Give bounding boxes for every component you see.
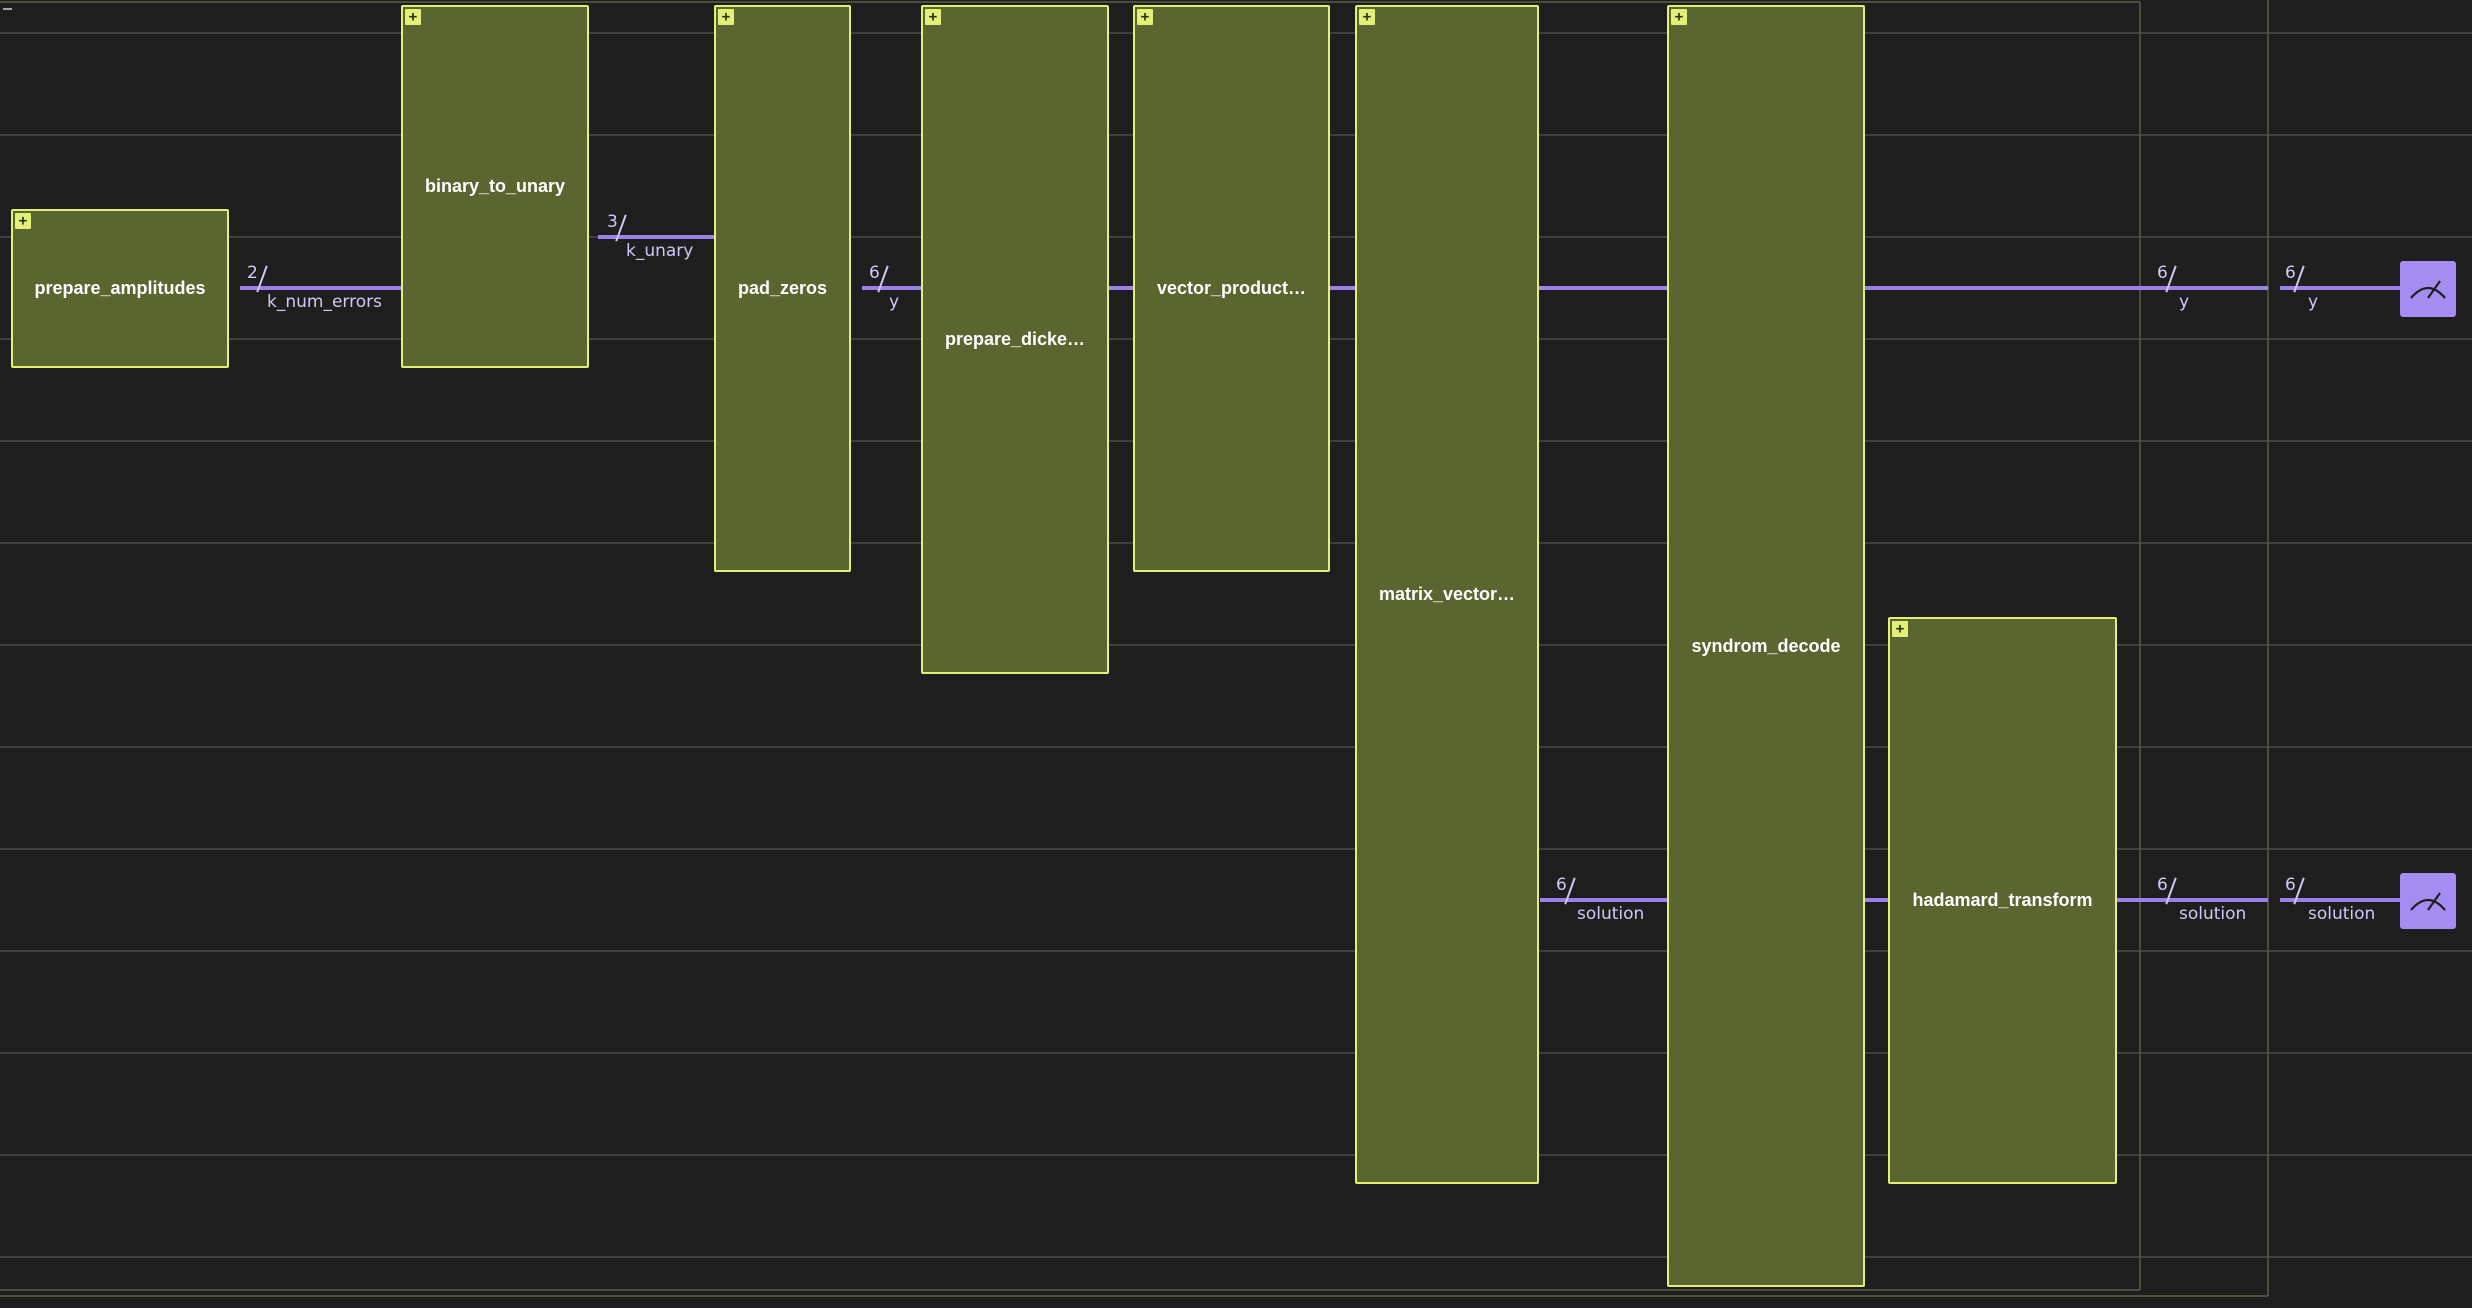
gate-label: prepare_dicke… bbox=[944, 329, 1086, 349]
plus-icon[interactable]: + bbox=[925, 9, 941, 25]
meter-icon bbox=[2410, 892, 2446, 911]
gate-binary-to-unary[interactable]: + binary_to_unary bbox=[401, 5, 589, 368]
gate-label: hadamard_transform bbox=[1912, 890, 2093, 910]
gate-prepare-dicke[interactable]: + prepare_dicke… bbox=[921, 5, 1109, 674]
meter-icon bbox=[2410, 280, 2446, 299]
plus-icon[interactable]: + bbox=[1671, 9, 1687, 25]
gate-label: matrix_vector… bbox=[1378, 584, 1516, 604]
measure-y[interactable] bbox=[2400, 261, 2456, 317]
plus-icon[interactable]: + bbox=[405, 9, 421, 25]
plus-icon[interactable]: + bbox=[1892, 621, 1908, 637]
plus-icon[interactable]: + bbox=[718, 9, 734, 25]
gate-label: prepare_amplitudes bbox=[34, 278, 206, 298]
gate-label: syndrom_decode bbox=[1691, 635, 1841, 656]
gate-label: vector_product… bbox=[1156, 278, 1307, 298]
plus-icon[interactable]: + bbox=[15, 213, 31, 229]
frame-lines bbox=[0, 0, 2269, 1297]
gate-prepare-amplitudes[interactable]: + prepare_amplitudes bbox=[11, 209, 229, 368]
measure-solution[interactable] bbox=[2400, 873, 2456, 929]
plus-icon[interactable]: + bbox=[1137, 9, 1153, 25]
gate-label: pad_zeros bbox=[737, 278, 828, 298]
gate-matrix-vector[interactable]: + matrix_vector… bbox=[1355, 5, 1539, 1184]
gate-label: binary_to_unary bbox=[424, 176, 566, 196]
gate-vector-product[interactable]: + vector_product… bbox=[1133, 5, 1330, 572]
wires bbox=[240, 235, 2400, 902]
gate-pad-zeros[interactable]: + pad_zeros bbox=[714, 5, 851, 572]
gate-syndrom-decode[interactable]: + syndrom_decode bbox=[1667, 5, 1865, 1287]
minus-icon[interactable] bbox=[3, 8, 12, 10]
plus-icon[interactable]: + bbox=[1359, 9, 1375, 25]
gate-hadamard-transform[interactable]: + hadamard_transform bbox=[1888, 617, 2117, 1184]
